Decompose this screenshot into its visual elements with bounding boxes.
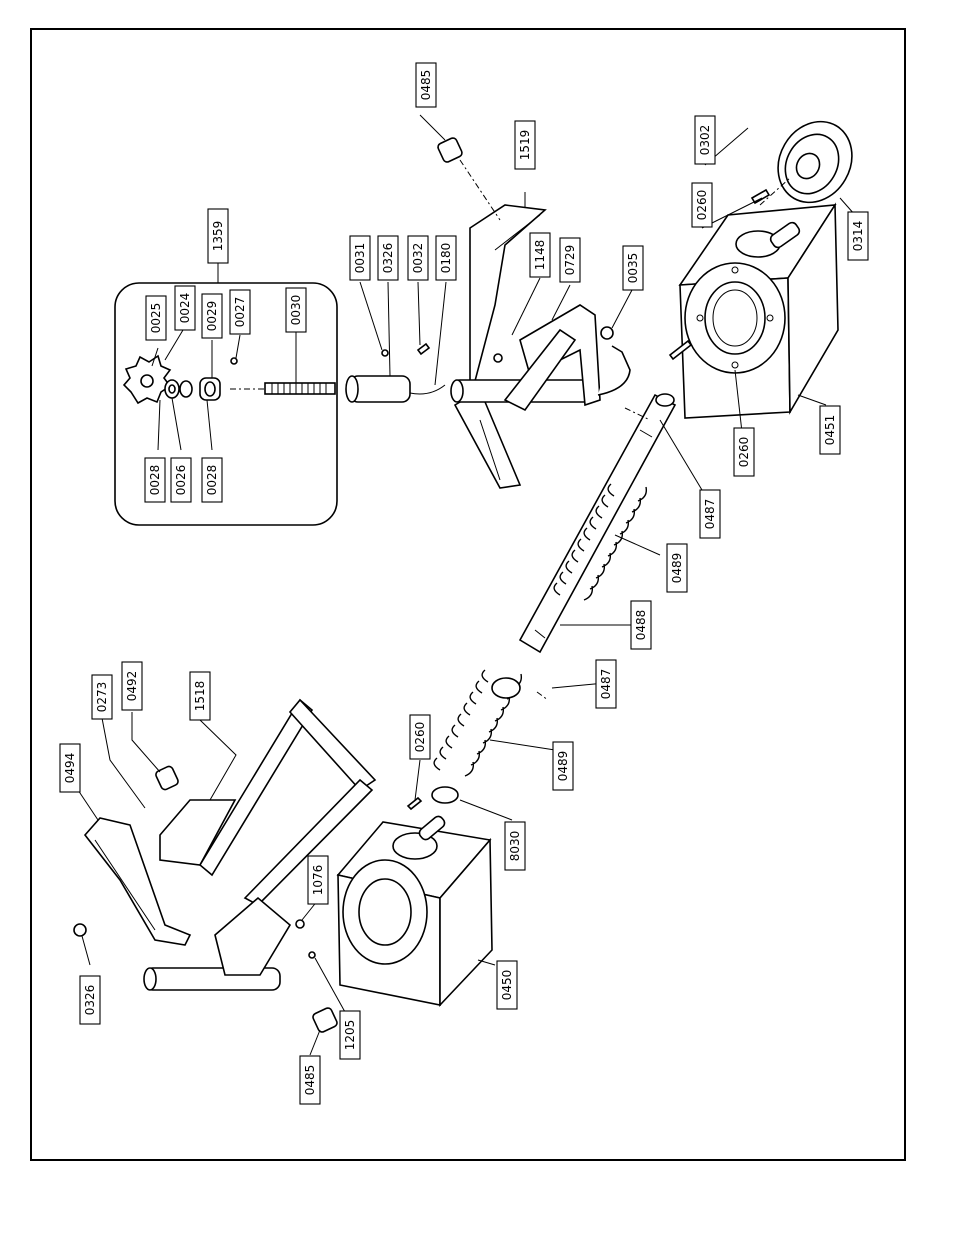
label-0326b: 0326 bbox=[80, 976, 100, 1024]
svg-text:0326: 0326 bbox=[381, 243, 395, 274]
gearbox-0450 bbox=[338, 814, 492, 1005]
label-0489b: 0489 bbox=[553, 742, 573, 790]
bellows-0489-lower bbox=[434, 670, 521, 776]
fitting-0492 bbox=[155, 765, 180, 791]
svg-text:0260: 0260 bbox=[413, 722, 427, 753]
svg-text:0492: 0492 bbox=[125, 671, 139, 702]
label-0302: 0302 bbox=[695, 116, 715, 164]
svg-text:0485: 0485 bbox=[303, 1065, 317, 1096]
svg-text:1519: 1519 bbox=[518, 130, 532, 161]
crank-tube-0326 bbox=[346, 344, 445, 402]
label-0451: 0451 bbox=[820, 406, 840, 454]
label-0180: 0180 bbox=[436, 236, 456, 280]
label-1205: 1205 bbox=[340, 1011, 360, 1059]
svg-text:0485: 0485 bbox=[419, 70, 433, 101]
svg-text:0028: 0028 bbox=[205, 465, 219, 496]
label-0024: 0024 bbox=[175, 286, 195, 330]
label-0489a: 0489 bbox=[667, 544, 687, 592]
washer-0028 bbox=[180, 381, 192, 397]
label-0314: 0314 bbox=[848, 212, 868, 260]
svg-text:8030: 8030 bbox=[508, 831, 522, 862]
pulley-0314 bbox=[752, 108, 866, 216]
label-1519: 1519 bbox=[515, 121, 535, 169]
label-0028a: 0028 bbox=[145, 458, 165, 502]
label-0729: 0729 bbox=[560, 238, 580, 282]
svg-text:0487: 0487 bbox=[599, 669, 613, 700]
svg-text:0489: 0489 bbox=[556, 751, 570, 782]
svg-text:0026: 0026 bbox=[174, 465, 188, 496]
svg-text:0029: 0029 bbox=[205, 301, 219, 332]
label-0487a: 0487 bbox=[700, 490, 720, 538]
label-0450: 0450 bbox=[497, 961, 517, 1009]
svg-text:0489: 0489 bbox=[670, 553, 684, 584]
label-0487b: 0487 bbox=[596, 660, 616, 708]
svg-text:0030: 0030 bbox=[289, 295, 303, 326]
label-0488: 0488 bbox=[631, 601, 651, 649]
svg-text:0180: 0180 bbox=[439, 243, 453, 274]
gearbox-0451 bbox=[680, 205, 838, 418]
label-0260a: 0260 bbox=[692, 183, 712, 227]
label-0029: 0029 bbox=[202, 294, 222, 338]
label-0025: 0025 bbox=[146, 296, 166, 340]
svg-text:1205: 1205 bbox=[343, 1020, 357, 1051]
svg-text:0450: 0450 bbox=[500, 970, 514, 1001]
label-8030: 8030 bbox=[505, 822, 525, 870]
label-0260c: 0260 bbox=[410, 715, 430, 759]
label-0031: 0031 bbox=[350, 236, 370, 280]
svg-text:1148: 1148 bbox=[533, 240, 547, 271]
svg-text:0260: 0260 bbox=[695, 190, 709, 221]
label-0326a: 0326 bbox=[378, 236, 398, 280]
svg-text:0027: 0027 bbox=[233, 297, 247, 328]
label-0494: 0494 bbox=[60, 744, 80, 792]
bearing-0029 bbox=[200, 378, 220, 400]
svg-text:0487: 0487 bbox=[703, 499, 717, 530]
svg-text:0451: 0451 bbox=[823, 415, 837, 446]
label-0492: 0492 bbox=[122, 662, 142, 710]
svg-text:0326: 0326 bbox=[83, 985, 97, 1016]
svg-text:0032: 0032 bbox=[411, 243, 425, 274]
washer-0026 bbox=[165, 380, 179, 398]
label-0485a: 0485 bbox=[416, 63, 436, 107]
fitting-0485-left bbox=[312, 1007, 339, 1034]
svg-text:0024: 0024 bbox=[178, 293, 192, 324]
svg-text:1076: 1076 bbox=[311, 865, 325, 896]
label-0035: 0035 bbox=[623, 246, 643, 290]
label-0027: 0027 bbox=[230, 290, 250, 334]
label-1359: 1359 bbox=[208, 209, 228, 263]
svg-text:0729: 0729 bbox=[563, 245, 577, 276]
svg-text:0273: 0273 bbox=[95, 682, 109, 713]
label-1518: 1518 bbox=[190, 672, 210, 720]
svg-text:0314: 0314 bbox=[851, 221, 865, 252]
label-1076: 1076 bbox=[308, 856, 328, 904]
label-0032: 0032 bbox=[408, 236, 428, 280]
label-0026: 0026 bbox=[171, 458, 191, 502]
label-1148: 1148 bbox=[530, 233, 550, 277]
label-0030: 0030 bbox=[286, 288, 306, 332]
label-0485b: 0485 bbox=[300, 1056, 320, 1104]
svg-text:0488: 0488 bbox=[634, 610, 648, 641]
svg-text:0035: 0035 bbox=[626, 253, 640, 284]
svg-text:1518: 1518 bbox=[193, 681, 207, 712]
ring-8030 bbox=[432, 787, 458, 803]
svg-text:1359: 1359 bbox=[211, 221, 225, 252]
svg-text:0302: 0302 bbox=[698, 125, 712, 156]
svg-text:0028: 0028 bbox=[148, 465, 162, 496]
fitting-0485-right bbox=[437, 137, 500, 220]
svg-text:0031: 0031 bbox=[353, 243, 367, 274]
svg-text:0494: 0494 bbox=[63, 753, 77, 784]
svg-text:0025: 0025 bbox=[149, 303, 163, 334]
svg-text:0260: 0260 bbox=[737, 437, 751, 468]
label-0028b: 0028 bbox=[202, 458, 222, 502]
label-0260b: 0260 bbox=[734, 428, 754, 476]
label-0273: 0273 bbox=[92, 675, 112, 719]
